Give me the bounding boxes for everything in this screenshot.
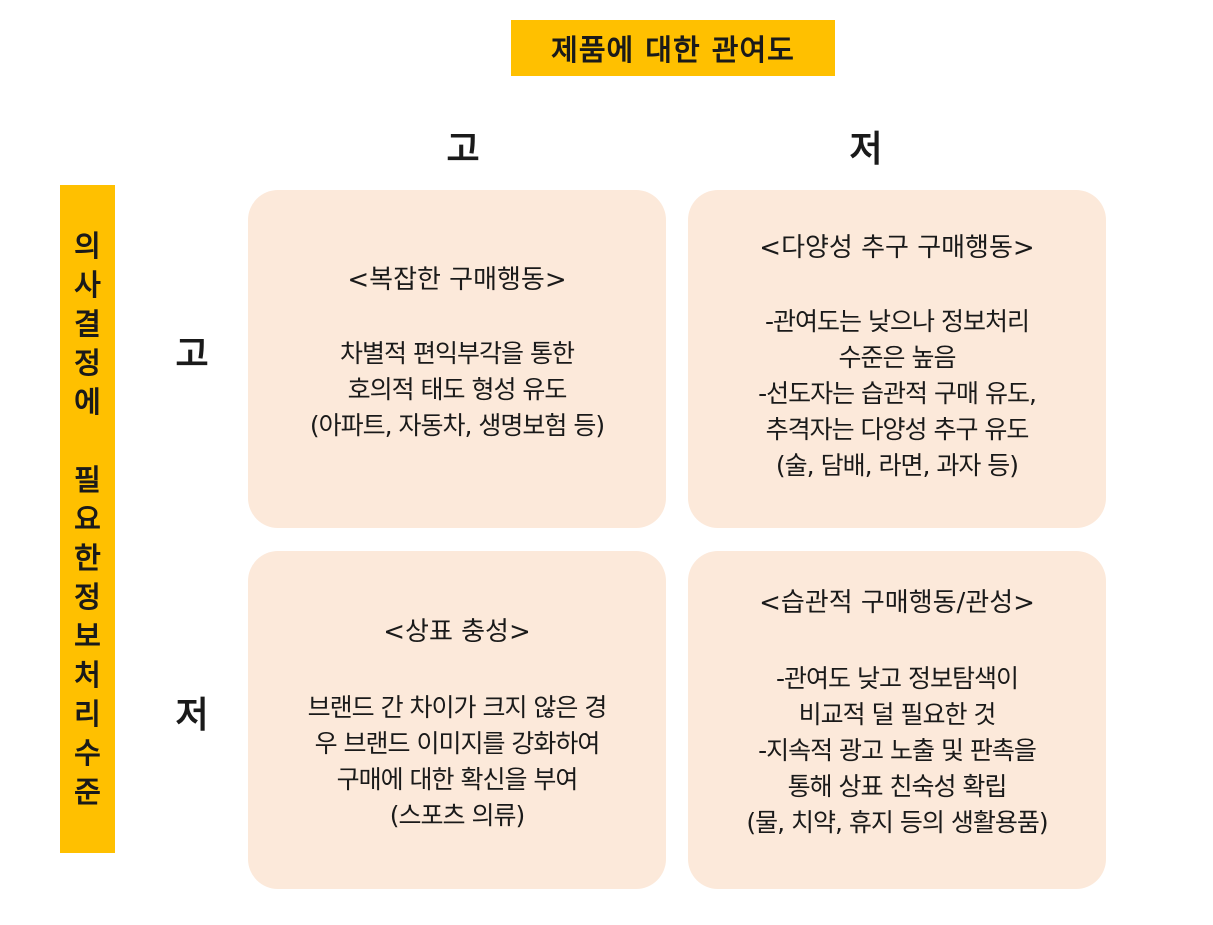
quadrant-complex-buying: <복잡한 구매행동> 차별적 편익부각을 통한 호의적 태도 형성 유도 (아파… [248,190,666,528]
description-line: (물, 치약, 휴지 등의 생활용품) [746,808,1048,837]
quadrant-heading: <복잡한 구매행동> [347,265,567,295]
side-title-char: 리 [74,697,101,731]
description-line: 호의적 태도 형성 유도 [347,375,568,404]
quadrant-heading: <습관적 구매행동/관성> [759,588,1035,618]
quadrant-heading: <다양성 추구 구매행동> [759,233,1035,263]
description-line: -선도자는 습관적 구매 유도, [758,379,1037,408]
side-title-char: 정 [74,580,101,614]
column-label-low: 저 [849,129,883,170]
row-label-low: 저 [175,695,209,736]
description-line: -지속적 광고 노출 및 판촉을 [758,736,1037,765]
quadrant-description: -관여도 낮고 정보탐색이 비교적 덜 필요한 것 -지속적 광고 노출 및 판… [746,661,1048,841]
quadrant-description: 브랜드 간 차이가 크지 않은 경 우 브랜드 이미지를 강화하여 구매에 대한… [307,690,608,834]
description-line: -관여도 낮고 정보탐색이 [776,664,1019,693]
description-line: 통해 상표 친숙성 확립 [787,772,1008,801]
side-title-char: 필 [74,463,101,497]
quadrant-brand-loyalty: <상표 충성> 브랜드 간 차이가 크지 않은 경 우 브랜드 이미지를 강화하… [248,551,666,889]
description-line: 비교적 덜 필요한 것 [798,700,997,729]
side-title-char: 한 [74,541,101,575]
description-line: 수준은 높음 [838,343,957,372]
column-label-high: 고 [446,129,480,170]
row-label-high: 고 [175,334,209,375]
description-line: (아파트, 자동차, 생명보험 등) [309,411,605,440]
side-title-char: 의 [74,229,101,263]
involvement-axis-title: 제품에 대한 관여도 [511,20,835,76]
side-title-char: 처 [74,658,101,692]
description-line: 브랜드 간 차이가 크지 않은 경 [307,693,608,722]
side-title-char: 보 [74,619,101,653]
side-title-char: 에 [74,385,101,419]
description-line: (술, 담배, 라면, 과자 등) [775,451,1019,480]
description-line: 우 브랜드 이미지를 강화하여 [314,729,601,758]
side-title-char: 결 [74,307,101,341]
description-line: (스포츠 의류) [389,801,525,830]
side-title-char: 준 [74,775,101,809]
info-processing-axis-title: 의 사 결 정 에 필 요 한 정 보 처 리 수 준 [60,185,115,853]
quadrant-variety-seeking: <다양성 추구 구매행동> -관여도는 낮으나 정보처리 수준은 높음 -선도자… [688,190,1106,528]
quadrant-description: -관여도는 낮으나 정보처리 수준은 높음 -선도자는 습관적 구매 유도, 추… [758,304,1037,484]
quadrant-habitual-buying: <습관적 구매행동/관성> -관여도 낮고 정보탐색이 비교적 덜 필요한 것 … [688,551,1106,889]
side-title-char: 수 [74,736,101,770]
description-line: -관여도는 낮으나 정보처리 [765,307,1030,336]
description-line: 추격자는 다양성 추구 유도 [765,415,1030,444]
side-title-char: 정 [74,346,101,380]
side-title-char: 사 [74,268,101,302]
quadrant-description: 차별적 편익부각을 통한 호의적 태도 형성 유도 (아파트, 자동차, 생명보… [309,336,605,444]
quadrant-heading: <상표 충성> [383,617,531,647]
description-line: 차별적 편익부각을 통한 [340,339,575,368]
description-line: 구매에 대한 확신을 부여 [336,765,579,794]
side-title-char: 요 [74,502,101,536]
